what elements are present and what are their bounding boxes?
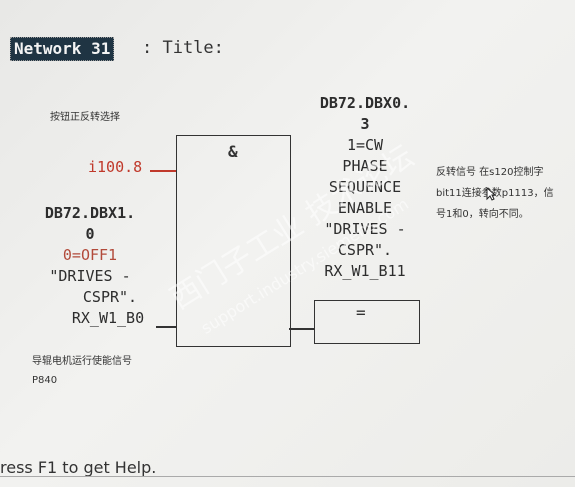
output-line-4: PHASE	[342, 157, 388, 175]
network-title[interactable]: : Title:	[142, 38, 224, 58]
output-line-8: CSPR".	[337, 241, 393, 259]
input-2-line-5: CSPR".	[82, 288, 138, 306]
input-address-1[interactable]: i100.8	[88, 158, 143, 176]
comment-top: 按钮正反转选择	[50, 112, 120, 123]
output-line-9: RX_W1_B11	[324, 262, 406, 280]
mouse-cursor-icon	[486, 187, 496, 201]
comment-left: 导辊电机运行使能信号 P840	[32, 356, 132, 386]
output-operand[interactable]: DB72.DBX0. 3 1=CW PHASE SEQUENCE ENABLE …	[300, 93, 430, 282]
input-2-line-6: RX_W1_B0	[71, 309, 145, 327]
input-2-line-4: "DRIVES -	[49, 267, 131, 285]
network-label[interactable]: Network 31	[10, 37, 115, 61]
input-2-wire	[156, 326, 176, 328]
output-line-2: 3	[360, 115, 370, 133]
output-line-3: 1=CW	[346, 136, 384, 154]
input-2-line-2: 0	[85, 225, 95, 243]
input-2-line-1: DB72.DBX1.	[44, 204, 136, 222]
and-symbol: &	[228, 142, 238, 161]
assignment-symbol: =	[356, 303, 366, 322]
input-1-wire	[150, 170, 176, 172]
output-line-5: SEQUENCE	[328, 178, 402, 196]
status-divider	[0, 476, 575, 477]
output-line-7: "DRIVES -	[324, 220, 406, 238]
output-wire	[289, 328, 314, 330]
input-2-line-3: 0=OFF1	[62, 246, 118, 264]
output-line-6: ENABLE	[337, 199, 393, 217]
status-bar-help: ress F1 to get Help.	[0, 458, 157, 477]
input-2-operand[interactable]: DB72.DBX1. 0 0=OFF1 "DRIVES - CSPR". RX_…	[20, 203, 160, 329]
comment-right: 反转信号 在s120控制字bit11连接参数p1113，信号1和0，转向不同。	[436, 167, 554, 220]
assignment-coil[interactable]	[314, 300, 420, 344]
output-line-1: DB72.DBX0.	[319, 94, 411, 112]
and-function-box[interactable]	[176, 135, 291, 347]
